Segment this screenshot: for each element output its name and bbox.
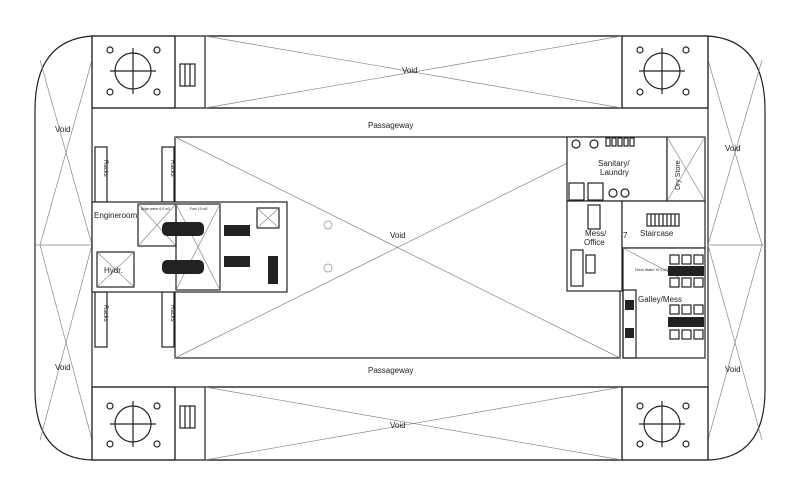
bollard-icon [106, 46, 690, 448]
svg-text:Staircase: Staircase [640, 229, 674, 238]
svg-text:Mess/: Mess/ [585, 229, 607, 238]
svg-text:Galley/Mess: Galley/Mess [638, 295, 682, 304]
void-left: Void Void [36, 36, 93, 460]
svg-text:Racks: Racks [169, 160, 175, 177]
sanitary-laundry: Sanitary/ Laundry [566, 136, 668, 202]
svg-text:Void: Void [55, 363, 71, 372]
svg-text:Void: Void [390, 231, 406, 240]
svg-text:Laundry: Laundry [600, 168, 629, 177]
ladder-icon [179, 63, 196, 429]
svg-text:Racks: Racks [102, 305, 108, 322]
dry-store: Dry Store [666, 136, 706, 202]
void-bottom: Void [204, 386, 623, 461]
svg-text:Racks: Racks [102, 160, 108, 177]
svg-text:Bilge water 6.0 m3: Bilge water 6.0 m3 [141, 207, 170, 211]
racks: Racks Racks Racks Racks [94, 146, 175, 348]
engineroom: Engineroom Hydr. Bilge water 6.0 m3 Fuel… [91, 201, 288, 293]
svg-text:Void: Void [55, 125, 71, 134]
mess-office-door-number: 7 [623, 231, 628, 240]
svg-text:Dry Store: Dry Store [675, 160, 682, 190]
staircase: Staircase [621, 200, 706, 249]
generator-icon [224, 225, 250, 267]
svg-text:Void: Void [402, 66, 418, 75]
void-top: Void [204, 35, 623, 109]
engine-icon [162, 222, 204, 274]
svg-text:Void: Void [390, 421, 406, 430]
galley-mess: Fresh Water 10.0 m3 Galley/Mess [622, 247, 706, 359]
mess-office: Mess/ Office [566, 200, 623, 292]
svg-text:Fresh Water 10.0 m3: Fresh Water 10.0 m3 [635, 268, 668, 272]
svg-text:Void: Void [725, 144, 741, 153]
bollard-boxes [91, 35, 709, 461]
passageway-bottom-label: Passageway [368, 366, 413, 375]
svg-text:Sanitary/: Sanitary/ [598, 159, 630, 168]
svg-text:Racks: Racks [169, 305, 175, 322]
pump-icon [268, 256, 278, 284]
svg-text:Office: Office [584, 238, 605, 247]
passageway-top-label: Passageway [368, 121, 413, 130]
svg-text:Engineroom: Engineroom [94, 211, 137, 220]
door-number-label: 7 [623, 231, 628, 240]
void-right: Void Void [707, 36, 765, 460]
svg-text:Hydr.: Hydr. [104, 266, 123, 275]
svg-text:Fuel 10 m3: Fuel 10 m3 [190, 207, 208, 211]
svg-text:Void: Void [725, 365, 741, 374]
